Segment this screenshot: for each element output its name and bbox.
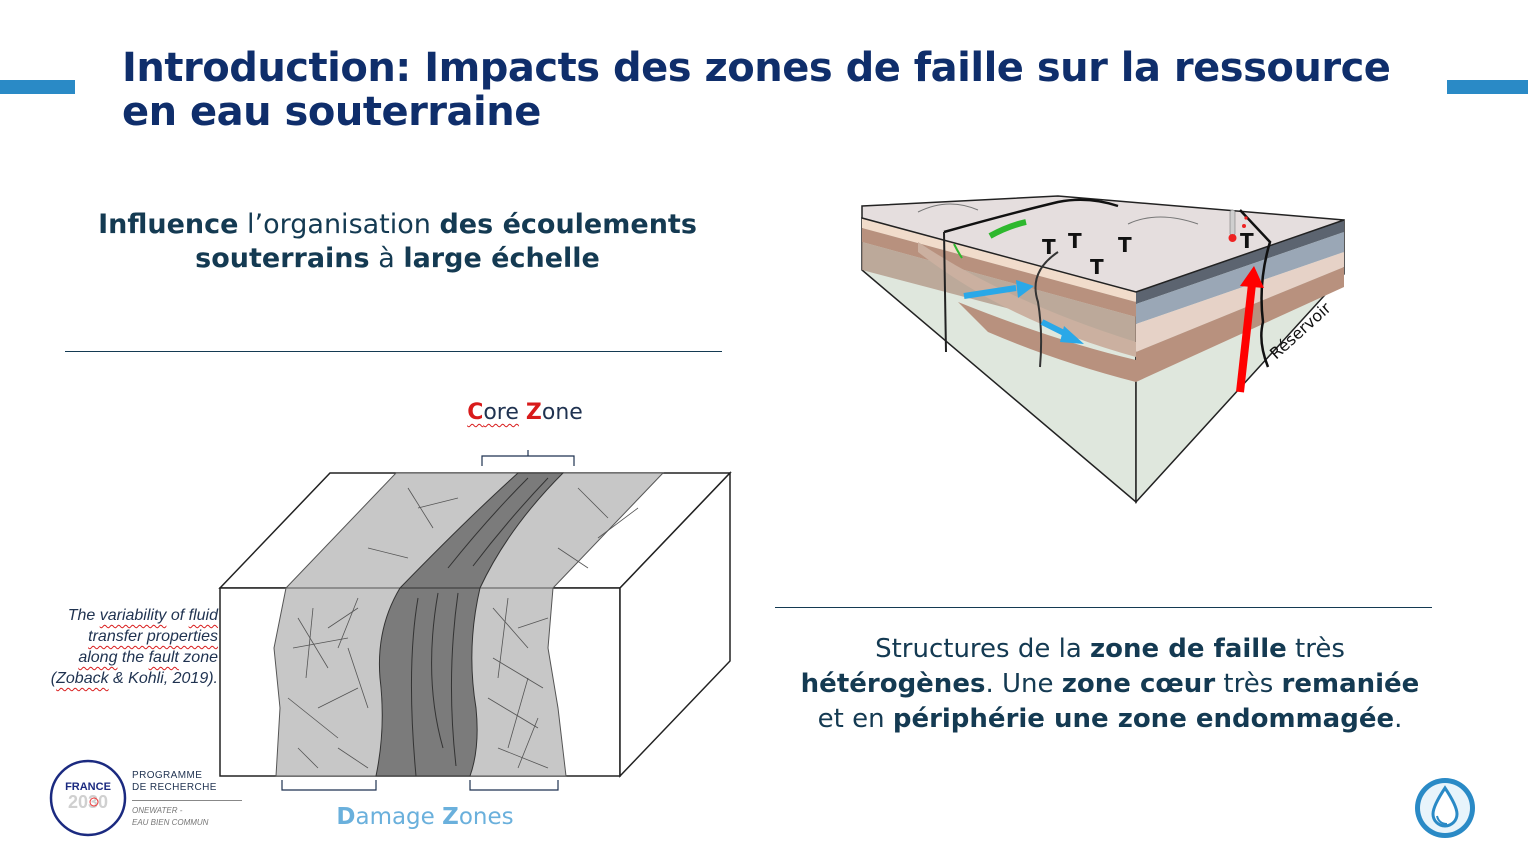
svg-text:T: T: [1042, 235, 1056, 259]
svg-text:T: T: [1090, 255, 1104, 279]
damage-zone-bracket-right: [469, 780, 559, 791]
well-symbols: T T T T T: [1042, 229, 1254, 279]
core-zone-label: Core Zone: [467, 400, 583, 425]
divider-left: [65, 351, 722, 352]
geological-block-diagram: T T T T T Réservoir: [861, 195, 1345, 504]
figure-caption: The variability of fluid transfer proper…: [50, 607, 218, 687]
france-2030-logo-icon: FRANCE 2030: [49, 759, 127, 837]
accent-bar-right: [1447, 80, 1528, 94]
divider-right: [775, 607, 1432, 608]
slide-title: Introduction: Impacts des zones de faill…: [122, 45, 1391, 135]
svg-text:2030: 2030: [68, 792, 108, 812]
svg-text:FRANCE: FRANCE: [65, 781, 111, 793]
svg-text:T: T: [1068, 229, 1082, 253]
damage-zone-bracket-left: [281, 780, 377, 791]
thermometer-icon: [1228, 209, 1248, 242]
structures-text: Structures de la zone de faille très hét…: [800, 634, 1420, 734]
water-drop-logo-icon: [1415, 778, 1475, 838]
svg-text:T: T: [1240, 229, 1254, 253]
accent-bar-left: [0, 80, 75, 94]
program-label: PROGRAMME DE RECHERCHE ONEWATER - EAU BI…: [132, 770, 242, 829]
fracture-hatching: [287, 487, 639, 769]
intro-text: Influence l’organisation des écoulements…: [98, 209, 697, 274]
fault-zone-figure: [218, 450, 732, 791]
svg-text:T: T: [1118, 233, 1132, 257]
core-zone-bracket: [481, 450, 575, 466]
damage-zones-label: Damage Zones: [336, 804, 514, 830]
